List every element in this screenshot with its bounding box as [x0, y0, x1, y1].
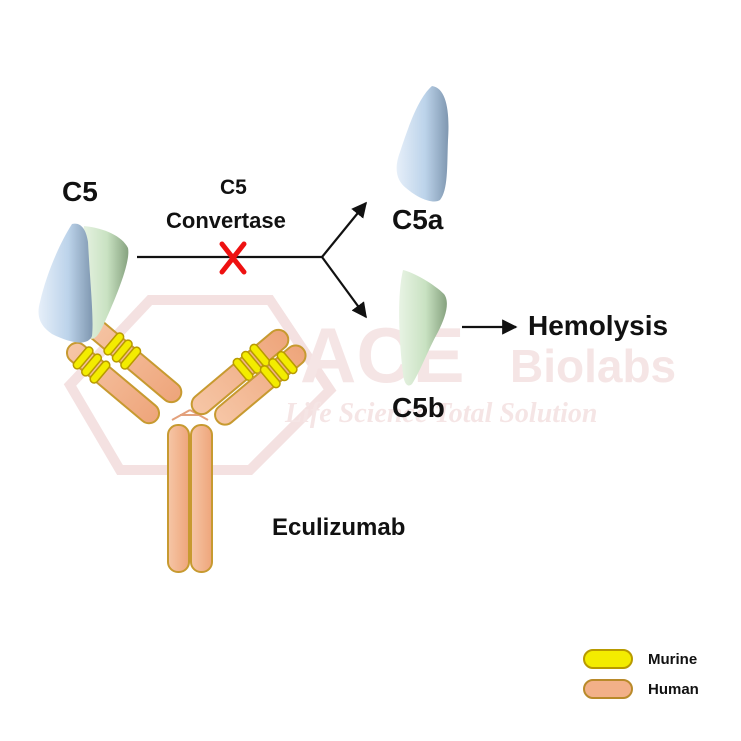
legend: Murine Human — [583, 649, 699, 699]
c5-molecule — [38, 223, 129, 343]
convertase-label-line1: C5 — [220, 176, 247, 199]
blocked-x-icon — [219, 241, 247, 275]
c5-blue-domain — [38, 223, 93, 343]
arrow-to-c5b — [321, 256, 367, 319]
murine-cdr-left-outer — [72, 346, 111, 384]
right-arm-outer-chain — [214, 344, 307, 426]
c5b-fragment — [399, 270, 447, 386]
eculizumab-label: Eculizumab — [272, 514, 406, 541]
legend-label-murine: Murine — [648, 651, 697, 668]
murine-cdr-right-outer — [259, 350, 298, 389]
legend-label-human: Human — [648, 681, 699, 698]
watermark-tagline: Life Science Total Solution — [284, 398, 597, 429]
watermark-logo-shape — [63, 295, 337, 475]
eculizumab-antibody — [65, 316, 307, 573]
arrow-to-c5a — [321, 201, 367, 258]
convertase-label-line2: Convertase — [166, 208, 286, 233]
heavy-chain-stem-right — [190, 424, 213, 573]
legend-swatch-human — [583, 679, 633, 699]
legend-swatch-murine — [583, 649, 633, 669]
left-arm-outer-chain — [65, 341, 161, 425]
hinge-region — [171, 409, 209, 421]
c5a-label: C5a — [392, 204, 444, 235]
c5b-label: C5b — [392, 392, 445, 423]
murine-cdr-left-inner — [103, 332, 142, 370]
c5a-fragment — [396, 86, 449, 202]
c5-label: C5 — [62, 176, 98, 207]
c5-green-domain — [80, 226, 129, 339]
watermark-brand-word2: Biolabs — [510, 340, 676, 392]
hemolysis-label: Hemolysis — [528, 310, 669, 341]
heavy-chain-stem-left — [167, 424, 190, 573]
